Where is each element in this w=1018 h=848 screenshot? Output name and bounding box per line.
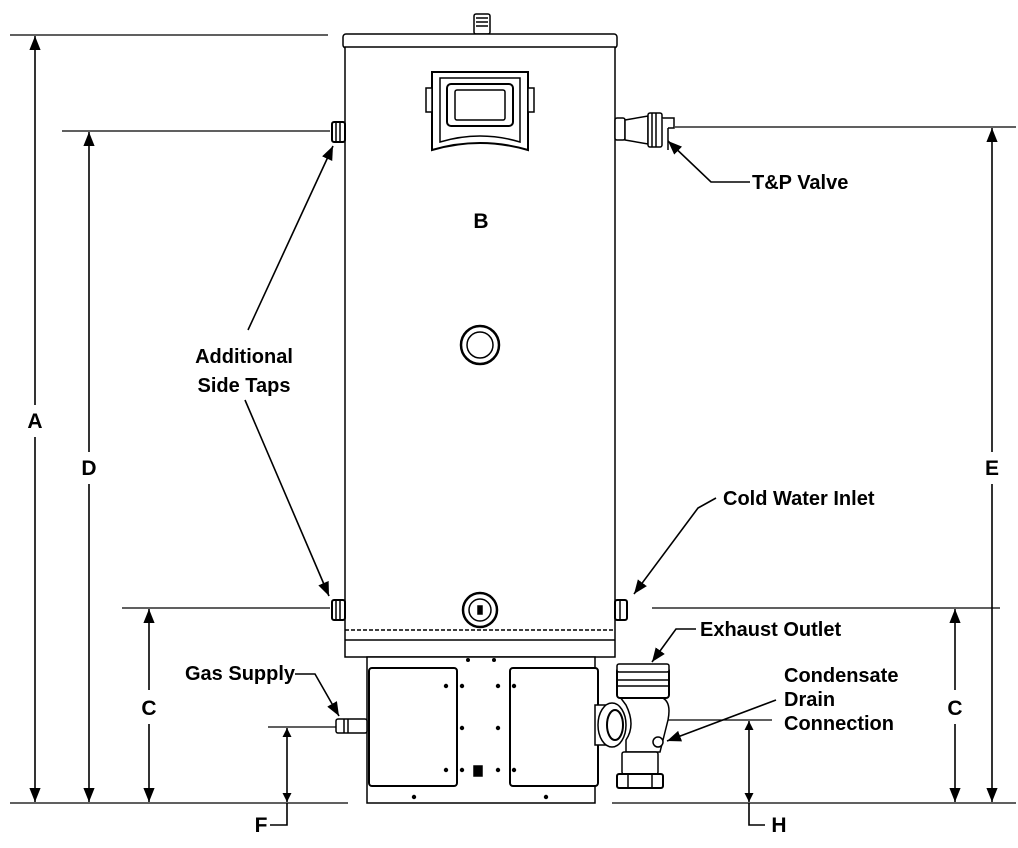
callout-labels: T&P Valve Additional Side Taps Cold Wate… — [185, 172, 898, 735]
reference-lines — [10, 34, 1016, 804]
dimension-e-label: E — [985, 457, 999, 480]
control-display-panel — [425, 71, 535, 152]
dimension-b-label: B — [473, 210, 488, 233]
side-tap-upper-leader — [247, 145, 334, 331]
top-vent-fitting — [473, 13, 491, 35]
gas-supply-pipe — [335, 718, 368, 734]
side-taps-label-line1: Additional — [195, 346, 293, 368]
dimension-a-label: A — [27, 410, 42, 433]
dimension-d-label: D — [81, 457, 96, 480]
tp-valve-label: T&P Valve — [752, 172, 848, 194]
side-taps-label-line2: Side Taps — [198, 375, 291, 397]
gas-supply-leader — [295, 673, 340, 717]
dimension-f-leader — [270, 803, 288, 826]
dimension-labels: A D C B F H C E — [27, 210, 999, 837]
dimension-f-label: F — [255, 814, 268, 837]
tp-valve-leader — [667, 140, 750, 183]
base-right-panel — [509, 667, 599, 787]
callout-leaders — [244, 140, 777, 742]
condensate-drain-nipple — [652, 736, 664, 748]
dimension-h-leader — [748, 803, 765, 826]
dimension-h-label: H — [771, 814, 786, 837]
burner-base — [366, 656, 599, 804]
tank-top-cap — [342, 33, 618, 49]
condensate-label-line1: Condensate — [784, 665, 898, 687]
base-left-panel — [368, 667, 458, 787]
dimension-c-left-label: C — [141, 697, 156, 720]
dimension-c-right-label: C — [947, 697, 962, 720]
lower-side-tap — [331, 599, 346, 621]
condensate-leader — [666, 699, 777, 742]
cold-water-inlet-label: Cold Water Inlet — [723, 488, 875, 510]
exhaust-outlet-leader — [651, 628, 696, 663]
exhaust-outlet-assembly — [594, 663, 670, 789]
upper-side-tap — [331, 121, 346, 143]
tp-valve — [614, 112, 675, 150]
cold-water-inlet-fitting — [614, 599, 628, 621]
side-tap-lower-leader — [244, 399, 330, 597]
water-heater — [331, 13, 675, 804]
condensate-label-line3: Connection — [784, 713, 894, 735]
cold-water-inlet-leader — [633, 497, 717, 595]
exhaust-outlet-label: Exhaust Outlet — [700, 619, 841, 641]
gas-supply-label: Gas Supply — [185, 663, 296, 685]
condensate-label-line2: Drain — [784, 689, 835, 711]
